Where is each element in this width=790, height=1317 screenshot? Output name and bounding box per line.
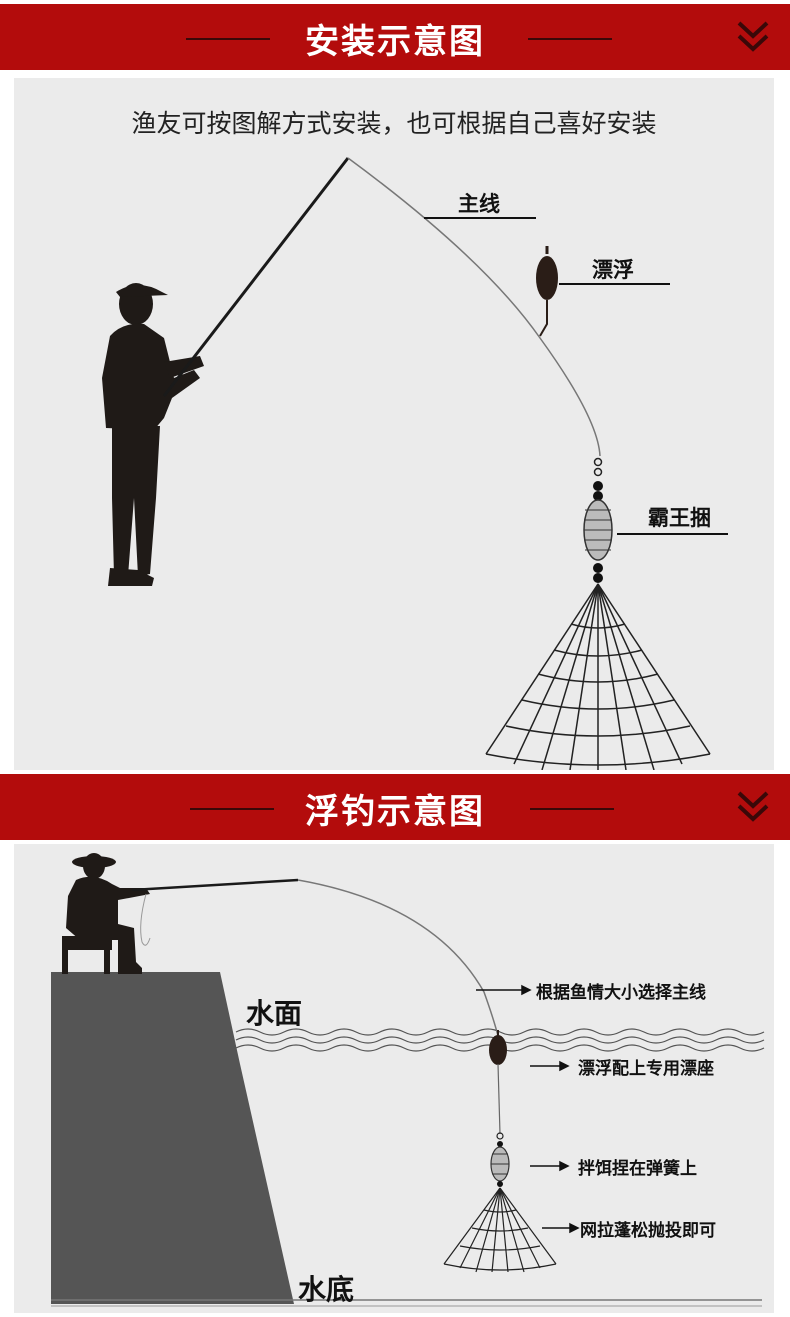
- fisherman-silhouette: [102, 283, 204, 586]
- bank-shape: [51, 972, 294, 1304]
- fishing-rod: [131, 878, 299, 892]
- float-label: 漂浮: [592, 258, 634, 282]
- note-main-line: 根据鱼情大小选择主线: [536, 983, 706, 1003]
- banner-rule-left: [190, 808, 274, 810]
- float-fishing-diagram: [51, 853, 765, 1307]
- float-icon: [536, 246, 558, 337]
- install-diagram: [102, 157, 728, 770]
- banner-rule-right: [528, 38, 612, 40]
- bait-cage-label: 霸王捆: [648, 506, 711, 530]
- net-cone-icon: [485, 583, 711, 770]
- double-chevron-down-icon: [737, 791, 769, 822]
- net-cone-icon: [443, 1187, 557, 1273]
- install-diagram-panel: 渔友可按图解方式安装，也可根据自己喜好安装: [14, 78, 774, 770]
- banner-title: 安装示意图: [305, 22, 485, 62]
- bait-cage-icon: [490, 1132, 510, 1187]
- note-float-seat: 漂浮配上专用漂座: [578, 1059, 714, 1079]
- slack-line: [140, 893, 151, 946]
- main-line: [297, 879, 499, 1037]
- note-bait-spring: 拌饵捏在弹簧上: [578, 1159, 697, 1179]
- seated-fisherman-silhouette: [62, 853, 150, 974]
- swivel-icon: [593, 457, 603, 501]
- banner-rule-left: [186, 38, 270, 40]
- float-icon: [489, 1030, 507, 1135]
- water-surface-label: 水面: [246, 997, 303, 1030]
- section-banner-float: 浮钓示意图: [0, 774, 790, 840]
- double-chevron-down-icon: [737, 21, 769, 52]
- banner-rule-right: [530, 808, 614, 810]
- fishing-rod: [162, 157, 350, 397]
- main-line-label: 主线: [458, 192, 500, 216]
- install-subtitle: 渔友可按图解方式安装，也可根据自己喜好安装: [131, 109, 657, 138]
- banner-title: 浮钓示意图: [305, 792, 485, 832]
- main-line: [347, 157, 601, 457]
- note-arrows: [476, 984, 580, 1234]
- float-fishing-panel: 水面 水底 根据鱼情大小选择主线 漂浮配上专用漂座 拌饵捏在弹簧上 网拉蓬松抛投…: [14, 844, 774, 1313]
- note-net-cast: 网拉蓬松抛投即可: [580, 1221, 716, 1241]
- section-banner-install: 安装示意图: [0, 4, 790, 70]
- bait-cage-icon: [583, 499, 613, 583]
- water-bottom-label: 水底: [298, 1273, 355, 1306]
